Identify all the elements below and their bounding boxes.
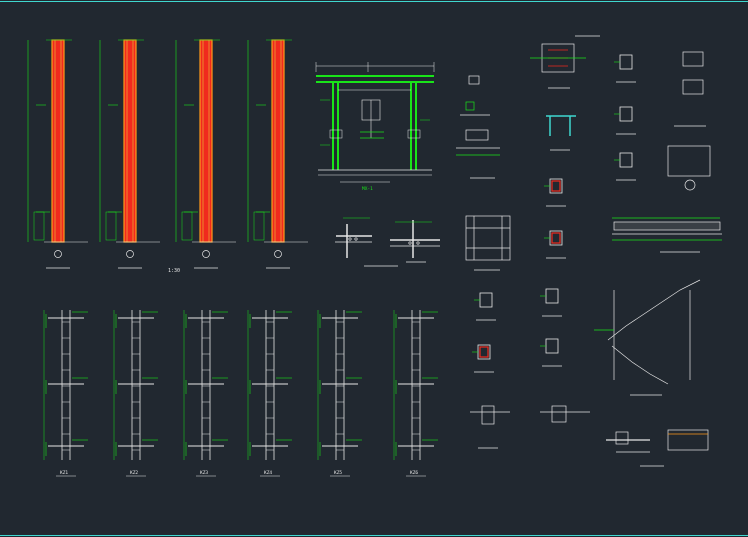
rebar-detail-small [456, 75, 500, 179]
column-id-label: KZ2 [130, 470, 138, 476]
column-shaft [199, 39, 213, 243]
column-elevation-2 [99, 39, 160, 269]
column-detail-5: KZ5 [317, 310, 362, 477]
axis-bubble [274, 250, 282, 258]
staircase-elevation [594, 279, 701, 396]
cross-section-7 [544, 178, 566, 207]
column-detail-group: KZ1 KZ2 KZ3 KZ4 KZ5 KZ6 [43, 310, 438, 477]
column-scale-label: 1:30 [168, 268, 180, 274]
cross-section-5 [540, 288, 562, 317]
cross-section-9 [472, 344, 494, 373]
column-detail-6: KZ6 [393, 310, 438, 477]
column-shaft [51, 39, 65, 243]
slab-section-detail [612, 51, 722, 253]
section-rebar [551, 232, 561, 244]
section-outline [619, 152, 633, 168]
axis-bubble [54, 250, 62, 258]
dimension-tag [33, 211, 45, 241]
dimension-tag [105, 211, 117, 241]
dimension-tag [181, 211, 193, 241]
cross-section-1 [614, 54, 636, 83]
cross-section-2 [614, 106, 636, 135]
column-detail-3: KZ3 [183, 310, 228, 477]
column-id-label: KZ5 [334, 470, 342, 476]
column-elevation-4 [247, 39, 308, 269]
cross-section-group [472, 54, 636, 373]
axis-bubble [126, 250, 134, 258]
section-outline [619, 106, 633, 122]
column-detail-2: KZ2 [113, 310, 158, 477]
column-detail-4: KZ4 [247, 310, 292, 477]
column-elevation-group [27, 39, 308, 269]
section-outline [545, 338, 559, 354]
cross-section-4 [474, 292, 496, 321]
beam-joint-details [335, 217, 440, 267]
dimension-tag [253, 211, 265, 241]
section-rebar [479, 346, 489, 358]
column-detail-1: KZ1 [43, 310, 88, 477]
section-outline [479, 292, 493, 308]
section-rebar [551, 180, 561, 192]
cross-section-6 [540, 338, 562, 367]
column-section-box [465, 215, 511, 271]
column-shaft [271, 39, 285, 243]
column-elevation-1 [27, 39, 88, 269]
anchor-plate-detail [530, 35, 600, 151]
axis-bubble [202, 250, 210, 258]
column-shaft [123, 39, 137, 243]
column-id-label: KZ1 [60, 470, 68, 476]
cross-section-3 [614, 152, 636, 181]
column-id-label: KZ3 [200, 470, 208, 476]
column-id-label: KZ6 [410, 470, 418, 476]
bottom-right-details [470, 405, 709, 467]
column-elevation-3 [175, 39, 236, 269]
cross-section-8 [544, 230, 566, 259]
section-outline [619, 54, 633, 70]
portal-frame-title: MX-1 [362, 186, 373, 192]
column-id-label: KZ4 [264, 470, 272, 476]
section-outline [545, 288, 559, 304]
portal-frame-elevation [315, 62, 435, 183]
